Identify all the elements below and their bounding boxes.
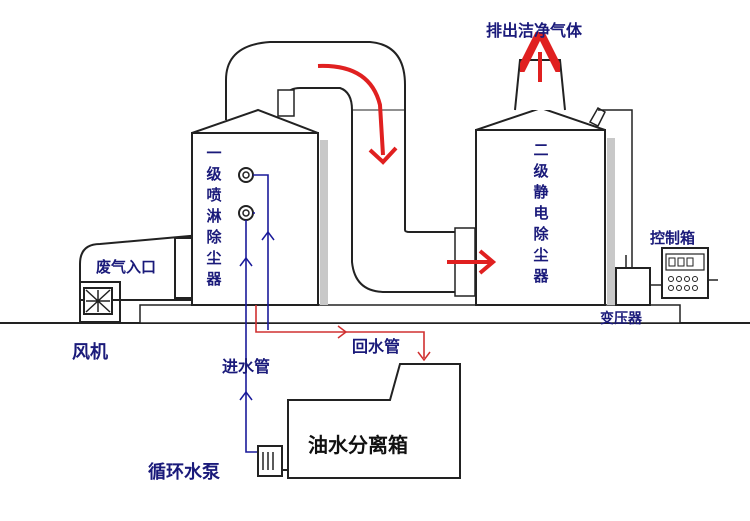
transformer-box: [615, 267, 651, 306]
stage1-label-char: 喷: [206, 186, 221, 204]
oil-water-separator-label: 油水分离箱: [308, 433, 408, 457]
fan-unit: [79, 234, 194, 323]
stage2-label-char: 尘: [533, 246, 548, 264]
control-box: [650, 247, 718, 299]
flow-arrow-duct: [317, 63, 385, 156]
stage2-label-char: 电: [533, 204, 548, 222]
stage1-scrubber: [191, 108, 328, 306]
stage2-label-char: 静: [533, 183, 548, 201]
stage2-label-char: 二: [533, 141, 548, 159]
water-return-pipe-label: 回水管: [352, 337, 400, 356]
stage2-label-char: 级: [533, 162, 549, 180]
transformer-label: 变压器: [600, 310, 643, 327]
circulation-pump: [257, 445, 288, 477]
exhaust-clean-gas-label: 排出洁净气体: [486, 21, 583, 40]
stage2-label-char: 除: [533, 225, 549, 243]
water-inlet-pipe: [239, 174, 275, 453]
circulation-pump-label: 循环水泵: [148, 461, 220, 483]
water-inlet-pipe-label: 进水管: [222, 357, 270, 376]
stage2-label-char: 器: [532, 267, 549, 285]
base-slab: [139, 304, 681, 324]
fan-label: 风机: [72, 342, 108, 363]
waste-gas-inlet-label: 废气入口: [96, 258, 156, 276]
stage1-label-char: 一: [206, 144, 221, 162]
stage2-precipitator: [475, 59, 633, 306]
water-return-pipe: [255, 305, 431, 362]
stage1-label-char: 淋: [206, 207, 221, 225]
connecting-duct: [225, 41, 476, 297]
stage1-label-char: 尘: [206, 249, 221, 267]
oil-water-separator-tank: [287, 363, 461, 479]
stage1-label-char: 级: [206, 165, 222, 183]
control-box-label: 控制箱: [650, 229, 695, 247]
stage1-label-char: 器: [205, 270, 222, 288]
stage1-label-char: 除: [206, 228, 222, 246]
